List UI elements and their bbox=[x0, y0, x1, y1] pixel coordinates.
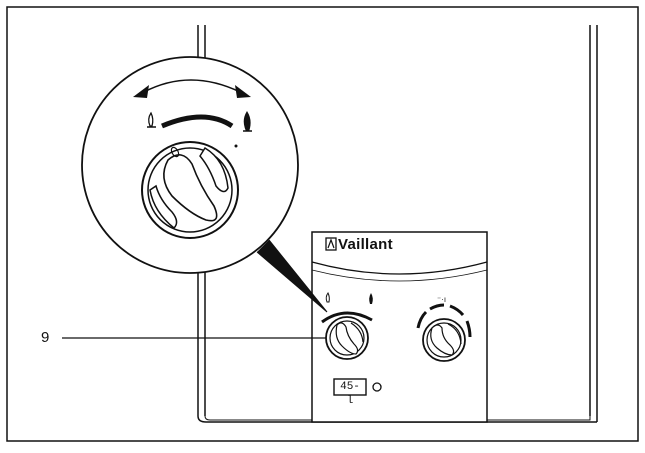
model-display-frame bbox=[333, 378, 367, 396]
temperature-icon: ⁻·ı bbox=[437, 295, 446, 304]
figure-frame bbox=[6, 6, 639, 442]
knob-enlarged bbox=[141, 141, 239, 239]
power-scale-arc bbox=[161, 114, 234, 129]
callout-number-label: 9 bbox=[41, 329, 50, 346]
vaillant-hare-logo-icon bbox=[325, 237, 337, 251]
model-display-text: 45-l bbox=[340, 381, 360, 407]
flame-small-icon bbox=[147, 111, 156, 128]
indicator-light bbox=[372, 382, 382, 392]
flame-large-icon bbox=[243, 111, 252, 132]
rotation-arrow-icon bbox=[133, 79, 251, 98]
zoom-callout-wedge bbox=[256, 239, 328, 313]
brand-name: Vaillant bbox=[338, 236, 393, 253]
power-knob bbox=[321, 292, 373, 360]
temperature-knob: ⁻·ı bbox=[416, 295, 472, 362]
